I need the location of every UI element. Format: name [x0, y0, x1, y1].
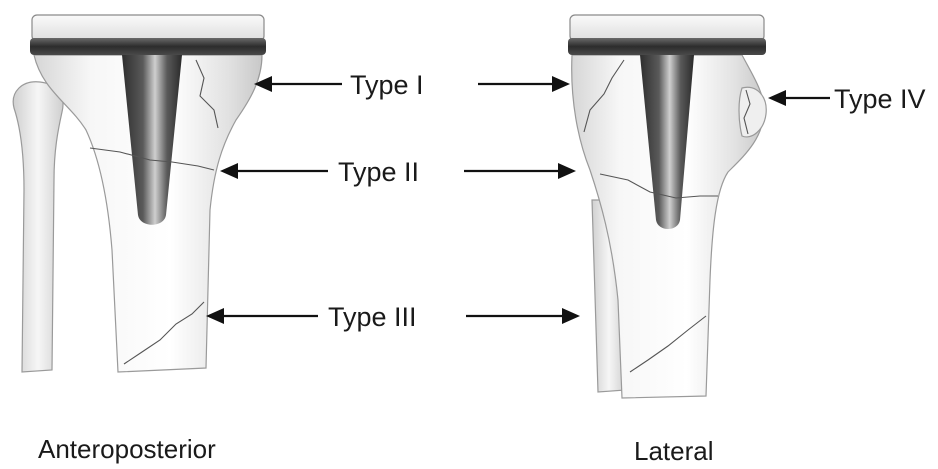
anteroposterior-view-label: Anteroposterior — [38, 434, 216, 464]
type2-right-arrowhead — [558, 163, 576, 179]
type1-label: Type I — [350, 70, 424, 100]
type4-label: Type IV — [834, 84, 926, 114]
lateral-view-label: Lateral — [634, 436, 714, 466]
type2-label: Type II — [338, 157, 419, 187]
lateral-tibial-tray — [568, 38, 766, 55]
lateral-tibial-tubercle — [739, 87, 766, 137]
type3-label: Type III — [328, 302, 417, 332]
type1-right-arrowhead — [552, 76, 570, 92]
ap-view — [13, 15, 266, 372]
type3-left-arrowhead — [206, 308, 224, 324]
type4-arrowhead — [768, 90, 786, 106]
type3-right-arrowhead — [562, 308, 580, 324]
lateral-view — [568, 15, 766, 398]
type2-left-arrowhead — [220, 163, 238, 179]
ap-tibial-insert — [32, 15, 264, 41]
ap-fibula — [13, 82, 63, 372]
ap-tibial-tray — [30, 38, 266, 55]
lateral-tibial-insert — [570, 15, 764, 41]
